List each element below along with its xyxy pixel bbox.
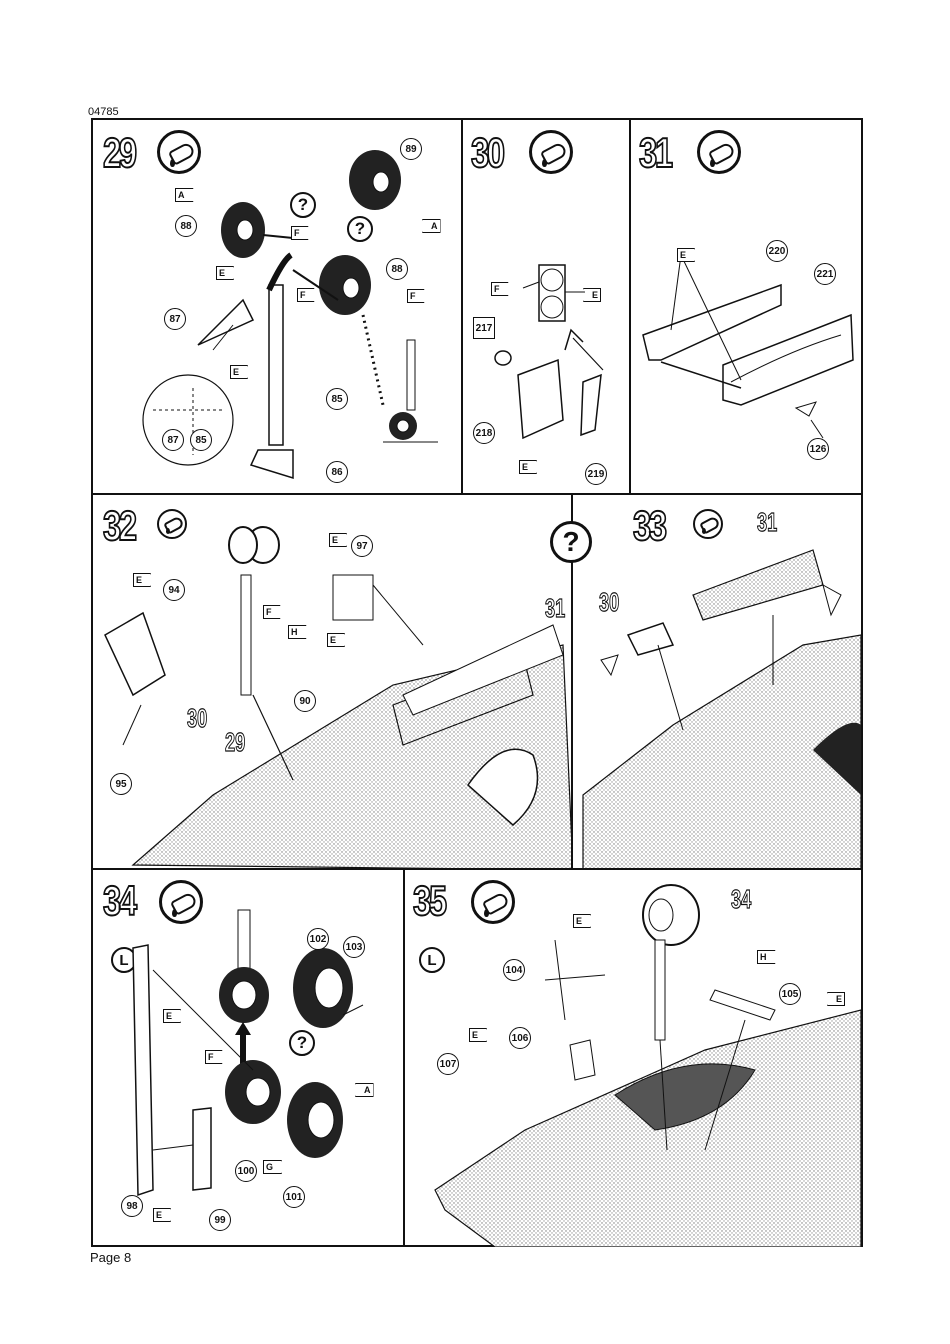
part-callout: 100: [235, 1160, 257, 1182]
part-callout: 104: [503, 959, 525, 981]
step-29-drawing: [93, 120, 463, 495]
assembly-reference: 31: [757, 507, 777, 538]
part-callout: 126: [807, 438, 829, 460]
part-callout: 90: [294, 690, 316, 712]
step-31-panel: 31 E 220 221 126: [631, 120, 861, 495]
part-callout: 97: [351, 535, 373, 557]
part-callout: 94: [163, 579, 185, 601]
step-35-drawing: [405, 870, 861, 1247]
part-callout: 86: [326, 461, 348, 483]
step-31-drawing: [631, 120, 861, 495]
part-callout: 85: [326, 388, 348, 410]
part-callout: 101: [283, 1186, 305, 1208]
part-callout: 102: [307, 928, 329, 950]
part-callout: 218: [473, 422, 495, 444]
step-34-panel: 34 L ? E F A G E 102 103 98 9: [93, 870, 405, 1247]
step-33-panel: 33 31 30: [573, 495, 861, 870]
part-callout: 221: [814, 263, 836, 285]
part-callout: 87: [162, 429, 184, 451]
part-callout: 217: [473, 317, 495, 339]
part-callout: 88: [175, 215, 197, 237]
part-callout: 103: [343, 936, 365, 958]
part-callout: 99: [209, 1209, 231, 1231]
document-code: 04785: [88, 106, 119, 118]
assembly-reference: 30: [187, 703, 207, 734]
question-mark-icon: ?: [290, 192, 316, 218]
question-mark-icon: ?: [289, 1030, 315, 1056]
part-callout: 87: [164, 308, 186, 330]
step-35-panel: 35 L 34 E H E E 104 105 106 107: [405, 870, 861, 1247]
step-29-panel: 29 89 88 88 87 85: [93, 120, 463, 495]
assembly-reference: 30: [599, 587, 619, 618]
step-32-drawing: [93, 495, 573, 870]
part-callout: 85: [190, 429, 212, 451]
assembly-reference: 31: [545, 593, 565, 624]
part-callout: 95: [110, 773, 132, 795]
part-callout: 88: [386, 258, 408, 280]
question-mark-icon: ?: [347, 216, 373, 242]
assembly-reference: 29: [225, 727, 245, 758]
part-callout: 219: [585, 463, 607, 485]
page-number: Page 8: [90, 1250, 131, 1265]
assembly-reference: 34: [731, 884, 751, 915]
part-callout: 98: [121, 1195, 143, 1217]
step-32-panel: 32 31 30 29 E E F H E 97 94 90 95: [93, 495, 573, 870]
step-34-drawing: [93, 870, 405, 1247]
part-callout: 107: [437, 1053, 459, 1075]
part-callout: 105: [779, 983, 801, 1005]
instruction-sheet: 29 89 88 88 87 85: [91, 118, 863, 1247]
step-33-drawing: [573, 495, 861, 870]
part-callout: 89: [400, 138, 422, 160]
part-callout: 220: [766, 240, 788, 262]
part-callout: 106: [509, 1027, 531, 1049]
step-30-panel: 30 F E E 217 218 219: [463, 120, 631, 495]
